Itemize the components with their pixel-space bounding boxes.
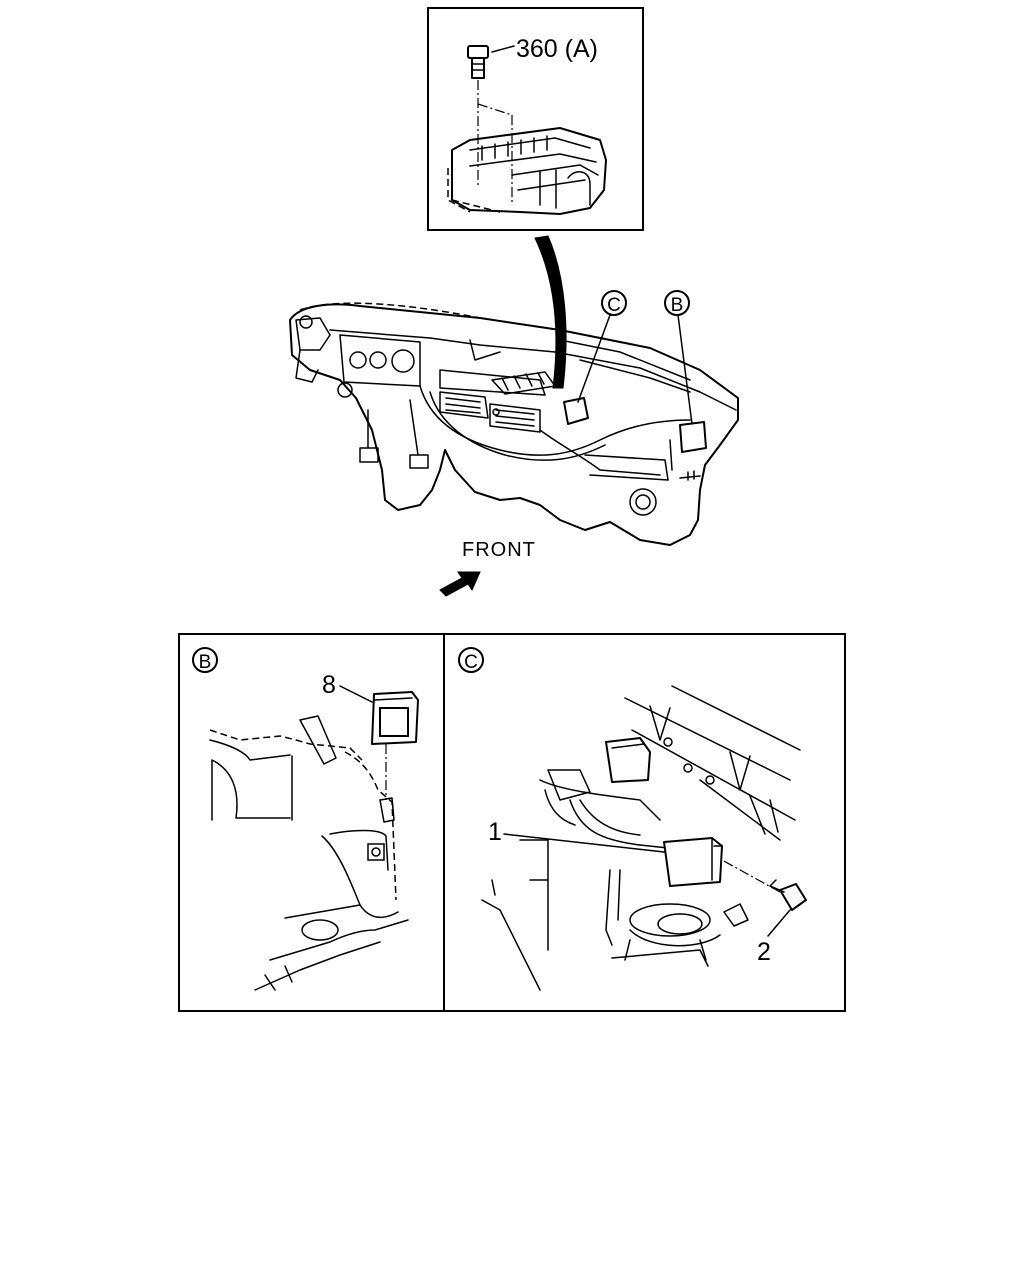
callout-b-letter: B — [671, 295, 684, 316]
callout-8: 8 — [322, 671, 336, 699]
bolt-360-icon — [467, 45, 515, 79]
fuse-block-illustration — [447, 127, 607, 215]
dashboard-illustration — [289, 302, 739, 546]
callout-c-letter: C — [607, 295, 621, 316]
detail-a-panel: 360 (A) — [427, 7, 644, 231]
callout-360a: 360 (A) — [516, 35, 598, 63]
panel-c-label: C — [464, 652, 478, 673]
front-arrow-icon — [439, 571, 481, 597]
relay-1-icon — [663, 837, 723, 887]
relay-8-icon — [371, 691, 419, 745]
callout-b-marker: B — [664, 290, 693, 425]
detail-b-panel: B 8 — [178, 633, 445, 1012]
callout-c-marker: C — [577, 290, 627, 403]
detail-c-panel: C 1 2 — [443, 633, 846, 1012]
panel-b-label: B — [199, 652, 212, 673]
front-label: FRONT — [462, 539, 536, 561]
bolt-2-icon — [721, 859, 807, 911]
callout-2: 2 — [757, 938, 771, 966]
callout-1: 1 — [488, 818, 502, 846]
